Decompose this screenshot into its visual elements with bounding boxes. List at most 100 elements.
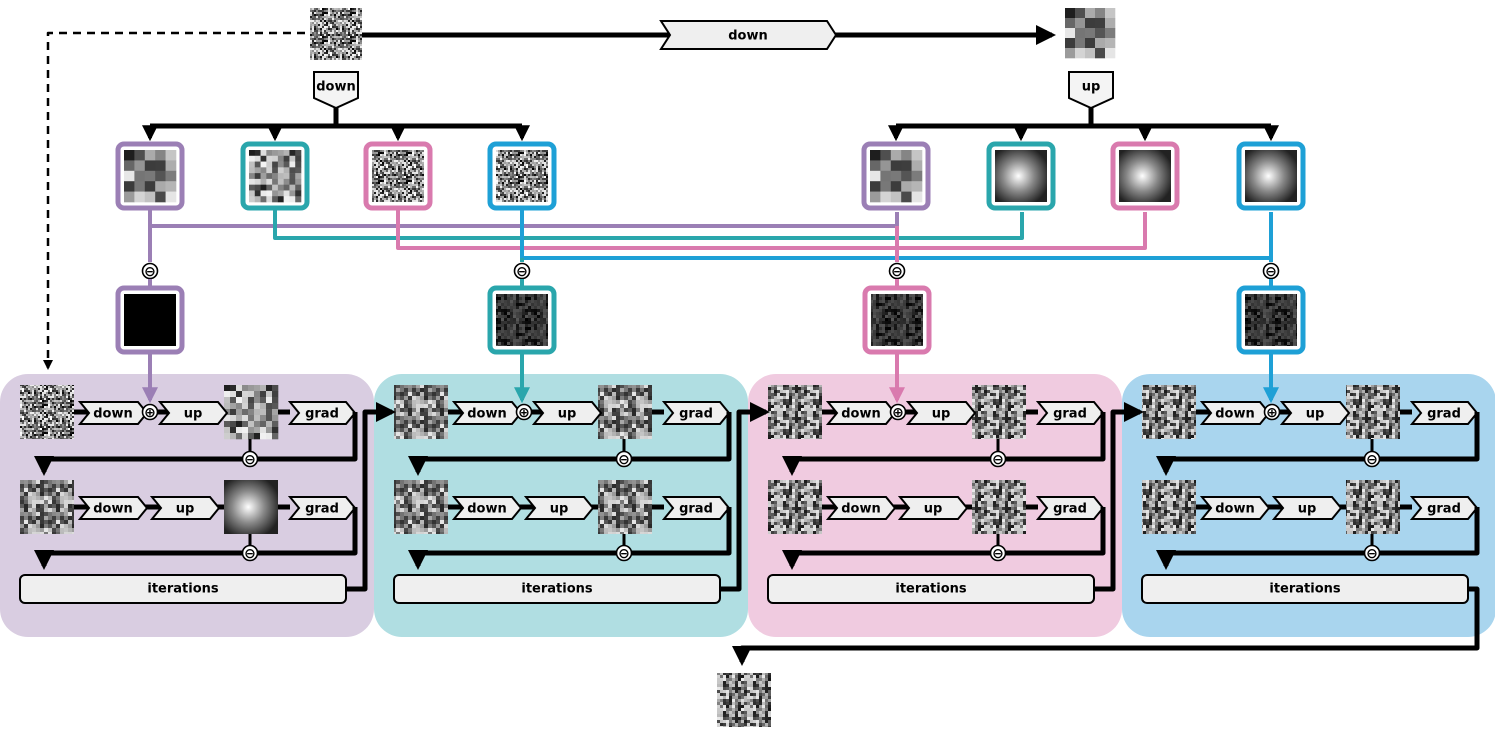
pixel [260, 161, 267, 168]
stage-2-sub-op-1 [615, 450, 633, 468]
pixel [236, 421, 243, 428]
pixel [242, 433, 249, 440]
pixel [870, 160, 881, 172]
pixel [165, 150, 177, 161]
pixel [870, 191, 881, 203]
pixel [890, 181, 902, 192]
pixel [880, 191, 892, 203]
pixel [266, 184, 273, 191]
pixel [283, 155, 290, 162]
pixel [1085, 38, 1096, 49]
stage-4-grad-tag-2 [1409, 496, 1479, 520]
stage-3-sub-op-1 [989, 450, 1007, 468]
pixel [272, 421, 279, 428]
stage-4-up-image [1346, 385, 1400, 439]
pixel [230, 427, 237, 434]
pixel [272, 173, 279, 180]
pixel [277, 178, 284, 185]
pixel [266, 167, 273, 174]
pixel [1085, 18, 1096, 29]
up-shield [1068, 71, 1114, 110]
stage-2-input-image [394, 385, 448, 439]
pixel [911, 181, 923, 192]
pixel [254, 178, 261, 185]
pixel [230, 409, 237, 416]
pixel [901, 191, 912, 203]
stage-2-iterations-label: iterations [521, 582, 593, 597]
pixel [249, 196, 256, 203]
pixel [289, 190, 296, 197]
pixel [236, 415, 243, 422]
stage-1-down-tag [77, 401, 149, 425]
pixel [295, 190, 302, 197]
stage-2-up-tag-2-label: up [550, 502, 569, 517]
pixel [266, 415, 273, 422]
pixel [1085, 48, 1096, 59]
pixel [272, 178, 279, 185]
pixel [260, 155, 267, 162]
stage-4-grad-tag-1 [1409, 401, 1479, 425]
right-scale-image-1 [870, 150, 923, 203]
stage-3-down-tag-2 [825, 496, 897, 520]
pixel [289, 161, 296, 168]
pixel [283, 196, 290, 203]
stage-1-up-tag-2-label: up [176, 502, 195, 517]
pixel [283, 150, 290, 157]
stage-2-sub-op-2 [615, 544, 633, 562]
pixel [880, 160, 892, 172]
pixel [124, 160, 135, 172]
pixel [870, 150, 881, 161]
diff-minus-3-symbol: ⊖ [891, 264, 903, 280]
pixel [236, 397, 243, 404]
pixel [289, 155, 296, 162]
pixel [295, 150, 302, 157]
pixel [242, 409, 249, 416]
residual-image-1 [124, 294, 176, 346]
stage-4-grad-tag-2-label: grad [1427, 502, 1461, 517]
dashed-input-arrow [43, 31, 305, 370]
pixel [1105, 38, 1116, 49]
pixel [901, 181, 912, 192]
left-scale-image-4 [496, 150, 548, 202]
stage-1-row2-up-image [224, 480, 278, 534]
pixel [165, 191, 177, 203]
pixel [254, 173, 261, 180]
pixel [266, 196, 273, 203]
pixel [242, 403, 249, 410]
pixel [134, 181, 146, 192]
pixel [266, 421, 273, 428]
downsampled-image [1065, 8, 1116, 59]
pixel [124, 150, 135, 161]
stage-2-down-tag-2-label: down [467, 502, 507, 517]
down-shield [313, 71, 359, 110]
pixel [248, 391, 255, 398]
stage-3-return-1 [782, 412, 1106, 476]
pixel [277, 184, 284, 191]
pixel [283, 178, 290, 185]
pixel [266, 403, 273, 410]
stage-2-grad-tag-2-label: grad [679, 502, 713, 517]
stage-4-down-tag-2 [1199, 496, 1271, 520]
stage-3-sub-op-2-symbol: ⊖ [992, 546, 1004, 562]
stage-2-row2-up-image [598, 480, 652, 534]
pixel [890, 170, 902, 182]
pixel [260, 415, 267, 422]
pixel [283, 173, 290, 180]
pixel [260, 397, 267, 404]
pixel [254, 421, 261, 428]
stage-1-up-tag-label: up [184, 407, 203, 422]
pixel [249, 173, 256, 180]
pixel [266, 173, 273, 180]
stage-4-row2-image [1142, 480, 1196, 534]
pixel [224, 391, 231, 398]
pixel [260, 196, 267, 203]
diff-minus-2 [513, 262, 531, 280]
stage-1-return-2 [34, 507, 358, 570]
pixel [144, 170, 156, 182]
stage-1-input-image [20, 385, 74, 439]
pixel [266, 385, 273, 392]
pixel [1095, 48, 1106, 59]
pixel [254, 409, 261, 416]
pixel [901, 170, 912, 182]
pixel [230, 421, 237, 428]
